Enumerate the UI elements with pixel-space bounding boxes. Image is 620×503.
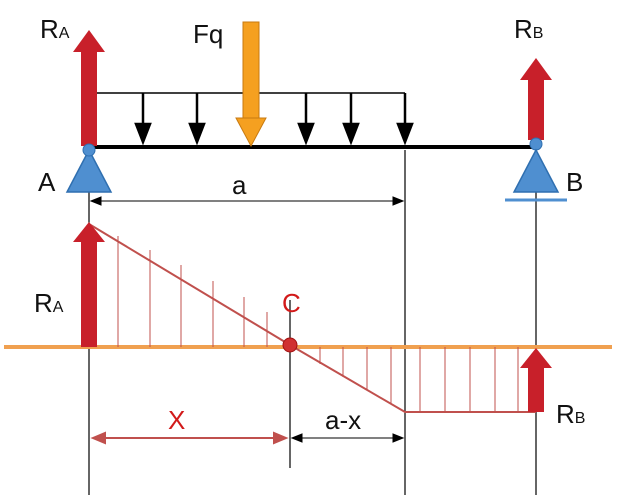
shear-hatching	[117, 236, 519, 412]
point-c-marker	[282, 337, 298, 353]
span-a-label: a	[232, 170, 247, 200]
x-dimension	[90, 431, 289, 445]
ra-shear-label: RA	[34, 288, 64, 318]
fq-label: Fq	[193, 19, 223, 49]
point-a-label: A	[38, 167, 56, 197]
rb-arrow	[520, 58, 552, 140]
roller-support-triangle-icon	[505, 137, 567, 202]
a-minus-x-label: a-x	[325, 405, 361, 435]
reference-lines	[88, 150, 537, 495]
pinned-support-triangle-icon	[65, 143, 113, 193]
fq-arrow	[235, 21, 267, 148]
load-arrows	[134, 93, 414, 146]
x-label: X	[168, 405, 185, 435]
point-b-label: B	[566, 167, 583, 197]
shear-line	[88, 223, 536, 413]
span-dimension	[89, 196, 405, 206]
ra-arrow	[73, 30, 105, 146]
a-minus-x-dimension	[290, 433, 405, 443]
point-c-label: C	[282, 288, 301, 318]
ra-shear-arrow	[73, 222, 105, 347]
rb-shear-label: RB	[556, 399, 585, 429]
rb-shear-arrow	[520, 348, 552, 412]
rb-top-label: RB	[514, 14, 543, 44]
ra-top-label: RA	[40, 14, 70, 44]
